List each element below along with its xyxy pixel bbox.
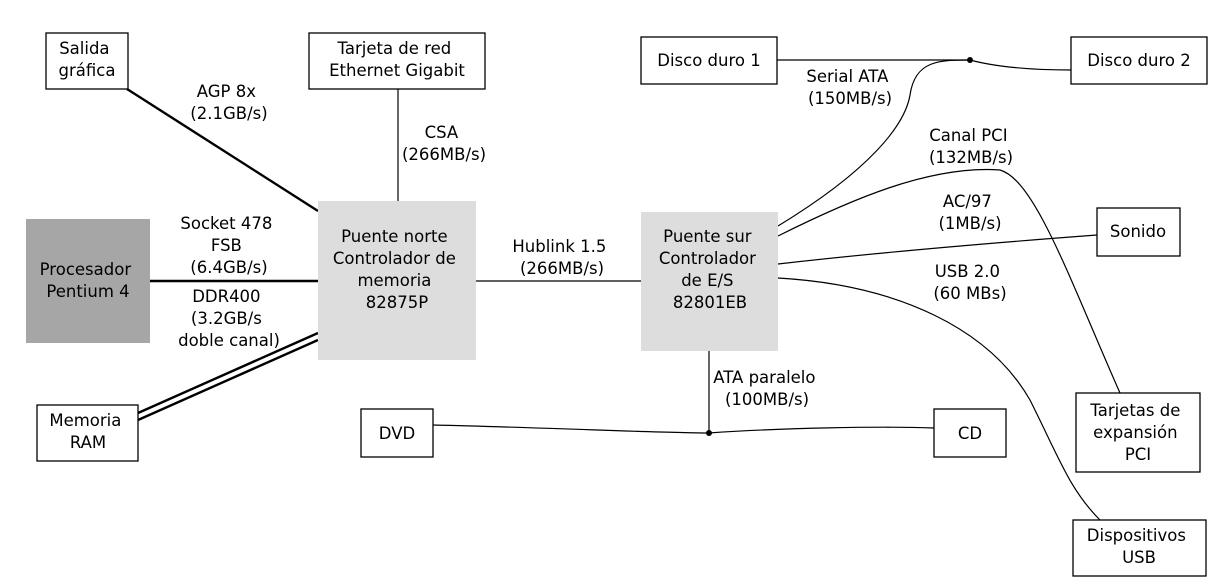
graphics-output-node: Salida gráfica [45, 32, 129, 90]
link-label-line: USB 2.0 [935, 262, 1000, 281]
usb-link [777, 277, 1101, 521]
node-label-line: DVD [379, 424, 415, 443]
disk2-node: Disco duro 2 [1070, 36, 1208, 85]
link-label-line: Serial ATA [806, 67, 889, 86]
svg-text:Memoria RAM: Memoria RAM [49, 411, 126, 452]
node-label-line: gráfica [59, 61, 116, 80]
ddr-link-a [137, 331, 319, 415]
link-label-line: (266MB/s) [402, 145, 486, 164]
link-label-line: DDR400 [192, 287, 260, 306]
link-label-line: ATA paralelo [713, 368, 815, 387]
svg-text:Puente norte Cont: Puente norte Controlador de memoria 8287… [333, 227, 461, 312]
usb-devices-node: Dispositivos USB [1072, 519, 1207, 577]
ac97-label: AC/97 (1MB/s) [938, 192, 1001, 233]
usb-label: USB 2.0 (60 MBs) [933, 262, 1006, 303]
node-label-line: USB [1122, 548, 1156, 567]
node-label-line: Disco duro 2 [1087, 51, 1191, 70]
link-label-line: (6.4GB/s) [190, 258, 267, 277]
dvd-node: DVD [360, 408, 434, 458]
svg-text:Dispositivos USB: Dispositivos USB [1087, 526, 1191, 567]
node-label-line: Controlador [659, 249, 756, 268]
south-bridge-node: Puente sur Controlador de E/S 82801EB [641, 212, 778, 351]
link-label-line: FSB [211, 236, 242, 255]
link-label-line: (266MB/s) [520, 259, 604, 278]
node-label-line: Memoria [49, 411, 121, 430]
link-label-line: CSA [425, 123, 459, 142]
link-label-line: (100MB/s) [725, 390, 809, 409]
node-label-line: Pentium 4 [46, 282, 129, 301]
processor-node: Procesador Pentium 4 [26, 219, 150, 343]
svg-text:Tarjeta de red Ethernet: Tarjeta de red Ethernet Gigabit [329, 39, 465, 80]
ac97-link [777, 234, 1098, 265]
node-label-line: memoria [357, 271, 431, 290]
svg-text:Salida gráfica: Salida gráfica [59, 39, 116, 80]
link-label-line: Socket 478 [180, 214, 272, 233]
node-label-line: Controlador de [333, 249, 456, 268]
sound-node: Sonido [1096, 207, 1181, 257]
link-label-line: (2.1GB/s) [190, 104, 267, 123]
pci-cards-node: Tarjetas de expansión PCI [1075, 392, 1201, 473]
ram-node: Memoria RAM [36, 404, 139, 462]
link-label-line: (3.2GB/s [191, 309, 262, 328]
node-label-line: expansión [1093, 423, 1177, 442]
pata-junction [706, 430, 712, 436]
node-label-line: Disco duro 1 [657, 51, 761, 70]
agp-link [126, 87, 319, 213]
node-label-line: Dispositivos [1087, 526, 1186, 545]
svg-text:Tarjetas de expansión: Tarjetas de expansión PCI [1089, 401, 1185, 464]
hublink-label: Hublink 1.5 (266MB/s) [512, 237, 611, 278]
node-label-line: Sonido [1110, 222, 1166, 241]
pata-label: ATA paralelo (100MB/s) [713, 368, 820, 409]
link-label-line: AGP 8x [197, 82, 256, 101]
link-label-line: AC/97 [943, 192, 992, 211]
node-label-line: Salida [59, 39, 109, 58]
link-label-line: doble canal) [178, 331, 280, 350]
svg-text:Puente sur Contro: Puente sur Controlador de E/S 82801EB [659, 227, 761, 312]
link-label-line: (150MB/s) [808, 89, 892, 108]
node-label-line: Procesador [40, 260, 132, 279]
sata-link [777, 59, 971, 227]
node-label-line: de E/S [681, 271, 733, 290]
node-label-line: Tarjeta de red [337, 39, 452, 58]
disk2-wire [969, 59, 1072, 71]
link-label-line: (132MB/s) [929, 148, 1013, 167]
pci-link [777, 168, 1121, 394]
sata-junction [967, 57, 973, 63]
csa-label: CSA (266MB/s) [402, 123, 486, 164]
cd-wire [708, 426, 935, 434]
ddr-link-b [137, 338, 319, 422]
ethernet-node: Tarjeta de red Ethernet Gigabit [308, 32, 486, 90]
fsb-label: Socket 478 FSB (6.4GB/s) [180, 214, 277, 277]
node-label-line: 82801EB [673, 293, 747, 312]
north-bridge-node: Puente norte Controlador de memoria 8287… [318, 201, 476, 360]
link-label-line: (60 MBs) [933, 284, 1006, 303]
node-label-line: Tarjetas de [1089, 401, 1180, 420]
node-label-line: Puente sur [663, 227, 752, 246]
node-label-line: Ethernet Gigabit [329, 61, 465, 80]
svg-text:Procesador Pentium 4: Procesador Pentium 4 [40, 260, 137, 301]
node-label-line: 82875P [366, 293, 428, 312]
link-label-line: Hublink 1.5 [512, 237, 606, 256]
node-label-line: Puente norte [341, 227, 448, 246]
pci-label: Canal PCI (132MB/s) [929, 126, 1013, 167]
link-label-line: (1MB/s) [938, 214, 1001, 233]
ddr-label: DDR400 (3.2GB/s doble canal) [178, 287, 280, 350]
sata-label: Serial ATA (150MB/s) [806, 67, 893, 108]
link-label-line: Canal PCI [929, 126, 1007, 145]
node-label-line: RAM [70, 433, 106, 452]
node-label-line: CD [958, 424, 982, 443]
dvd-wire [432, 424, 710, 434]
cd-node: CD [933, 408, 1007, 458]
node-label-line: PCI [1125, 445, 1151, 464]
agp-label: AGP 8x (2.1GB/s) [190, 82, 267, 123]
disk1-node: Disco duro 1 [640, 36, 778, 85]
